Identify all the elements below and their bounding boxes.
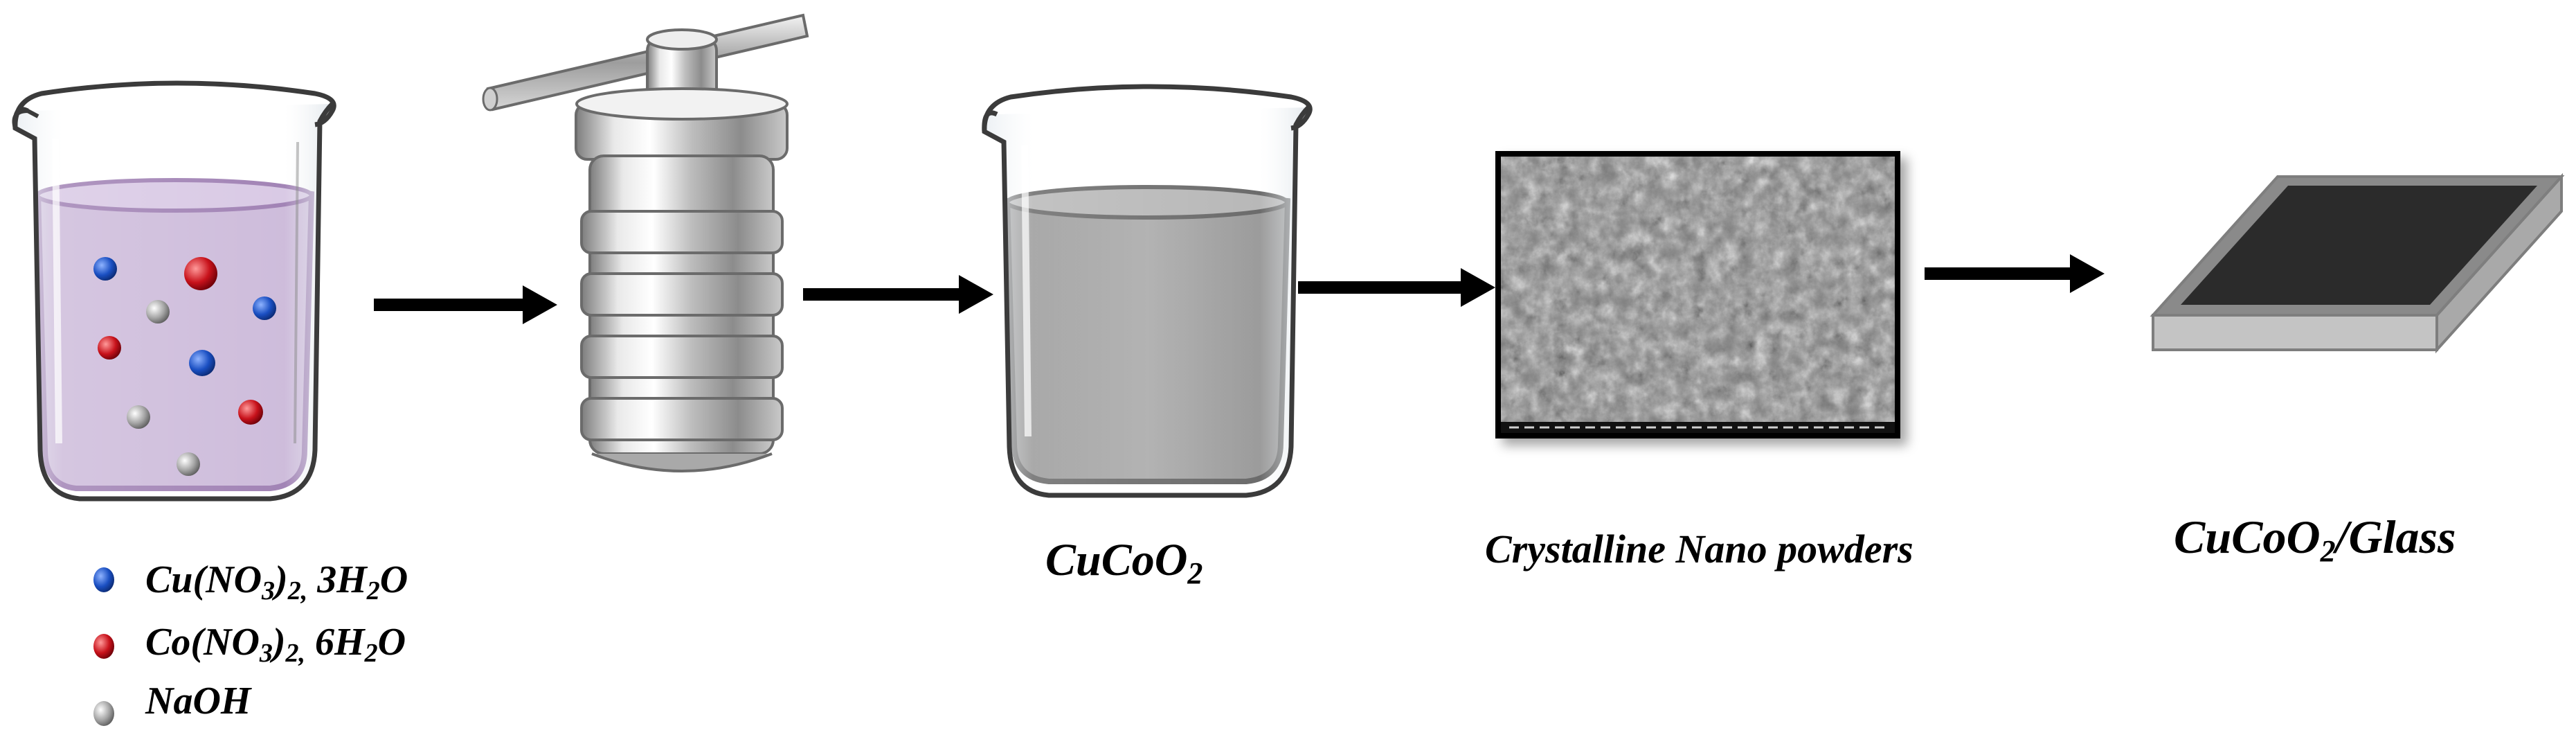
blue-sphere-icon (93, 567, 114, 592)
naoh-particle (127, 405, 150, 429)
beaker-spout (12, 108, 39, 129)
product-beaker (982, 84, 1313, 498)
arrow-3 (1298, 268, 1495, 307)
co-particle (184, 257, 217, 290)
svg-text:Co(NO3)2, 6H2O: Co(NO3)2, 6H2O (145, 621, 406, 668)
svg-text:Cu(NO3)2, 3H2O: Cu(NO3)2, 3H2O (145, 558, 408, 605)
glass-slide-front (2152, 314, 2438, 351)
naoh-particle (177, 452, 200, 476)
gray-sphere-icon (93, 701, 114, 726)
arrow-4 (1925, 254, 2105, 293)
legend-item-co: Co(NO3)2, 6H2O (93, 621, 406, 668)
cu-particle (253, 296, 276, 320)
sem-micrograph-image (1501, 157, 1895, 433)
cu-particle (189, 350, 215, 376)
cucoo2-film (2181, 186, 2537, 305)
red-sphere-icon (93, 634, 114, 659)
co-particle (238, 400, 263, 425)
film-substrate (2150, 172, 2565, 354)
beaker-rim (12, 80, 336, 129)
powder-label: Crystalline Nano powders (1485, 526, 1913, 572)
cu-particle (93, 257, 117, 281)
legend-item-naoh: NaOH (93, 680, 252, 726)
legend: Cu(NO3)2, 3H2O Co(NO3)2, 6H2O NaOH (93, 558, 408, 726)
co-particle (98, 336, 121, 360)
arrow-2 (803, 275, 993, 314)
beaker-glass (982, 105, 1310, 498)
arrow-1 (374, 285, 557, 324)
product-label: CuCoO2 (1045, 535, 1203, 590)
naoh-particle (146, 300, 170, 324)
svg-text:NaOH: NaOH (145, 680, 252, 723)
legend-item-cu: Cu(NO3)2, 3H2O (93, 558, 408, 605)
autoclave (482, 13, 809, 472)
beaker-rim (982, 84, 1313, 132)
film-label: CuCoO2/Glass (2174, 511, 2456, 568)
beaker-glass (12, 102, 334, 502)
precursor-beaker (12, 80, 336, 502)
